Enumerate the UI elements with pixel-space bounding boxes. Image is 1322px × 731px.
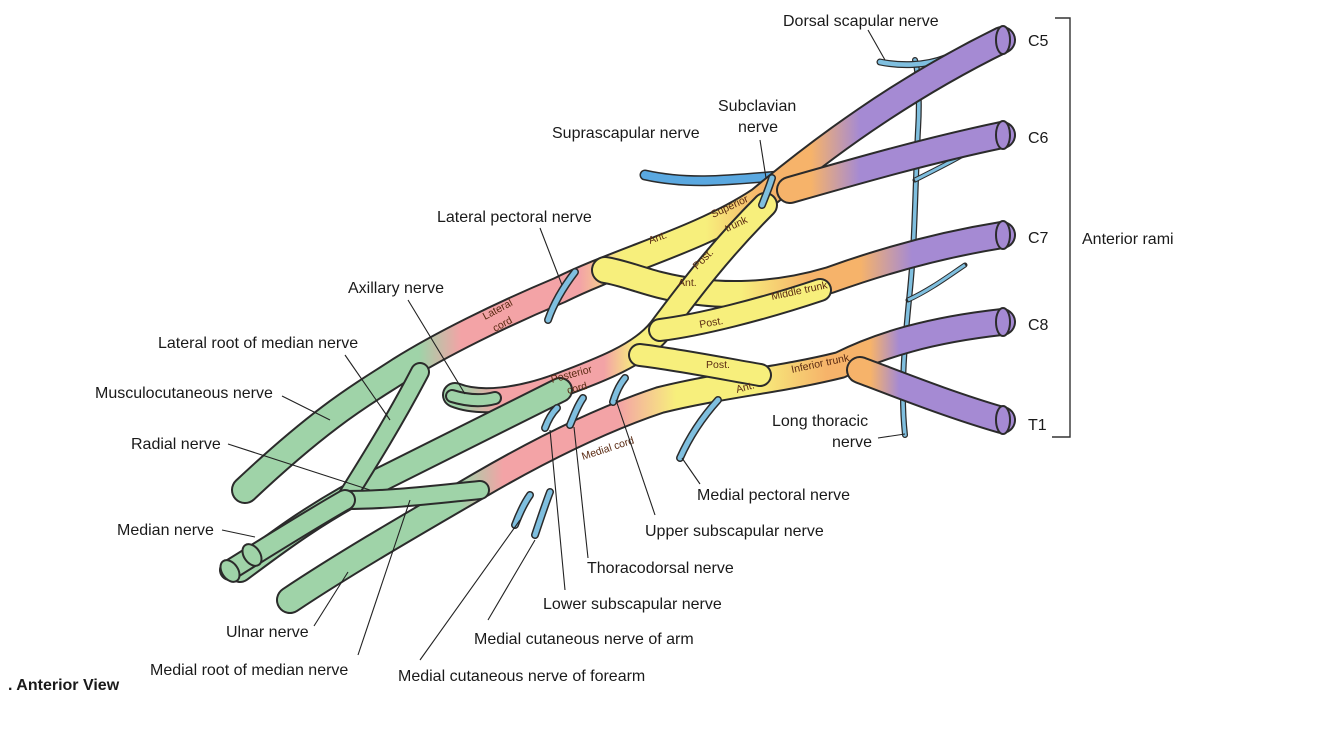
lateral-pectoral-nerve-label: Lateral pectoral nerve (437, 209, 592, 226)
axillary-nerve-label: Axillary nerve (348, 280, 444, 297)
long-thoracic-nerve-label-1: Long thoracic (772, 413, 868, 430)
dorsal-scapular-nerve-label: Dorsal scapular nerve (783, 13, 939, 30)
root-ends (996, 26, 1010, 434)
medial-pectoral-nerve-label: Medial pectoral nerve (697, 487, 850, 504)
anterior-rami-label: Anterior rami (1082, 231, 1174, 248)
thoracodorsal-nerve-label: Thoracodorsal nerve (587, 560, 734, 577)
medial-root-median-nerve-label: Medial root of median nerve (150, 662, 348, 679)
view-caption: . Anterior View (8, 677, 120, 694)
axillary-nerve-branch (452, 396, 495, 400)
anterior-rami-bracket (1052, 18, 1070, 437)
lower-subscapular-nerve-label: Lower subscapular nerve (543, 596, 722, 613)
post-inferior-label: Post. (706, 359, 730, 371)
subclavian-nerve-label-2: nerve (738, 119, 778, 136)
medial-cutaneous-forearm-label: Medial cutaneous nerve of forearm (398, 668, 645, 685)
radial-nerve-label: Radial nerve (131, 436, 221, 453)
root-c6-label: C6 (1028, 130, 1049, 147)
subclavian-nerve-label-1: Subclavian (718, 98, 796, 115)
root-c8-label: C8 (1028, 317, 1049, 334)
ant-middle-label: Ant. (678, 277, 697, 289)
musculocutaneous-nerve-label: Musculocutaneous nerve (95, 385, 273, 402)
medial-cutaneous-arm-label: Medial cutaneous nerve of arm (474, 631, 694, 648)
outer-labels: Dorsal scapular nerve Subclavian nerve S… (95, 13, 939, 685)
root-labels: C5 C6 C7 C8 T1 Anterior rami (1028, 18, 1174, 437)
suprascapular-nerve-label: Suprascapular nerve (552, 125, 700, 142)
upper-subscapular-nerve-label: Upper subscapular nerve (645, 523, 824, 540)
lateral-root-median-nerve-label: Lateral root of median nerve (158, 335, 358, 352)
root-c5-label: C5 (1028, 33, 1049, 50)
median-nerve-label: Median nerve (117, 522, 214, 539)
ulnar-nerve-label: Ulnar nerve (226, 624, 309, 641)
long-thoracic-nerve-label-2: nerve (832, 434, 872, 451)
root-t1-label: T1 (1028, 417, 1047, 434)
root-c7-label: C7 (1028, 230, 1049, 247)
